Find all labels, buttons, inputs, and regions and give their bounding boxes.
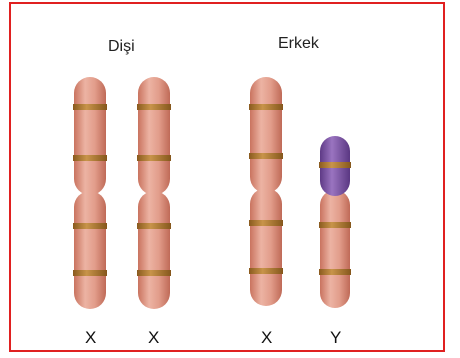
chromosome-x-female-1 [73, 77, 107, 309]
chromosome-label-x-female-1: X [85, 328, 96, 348]
female-group-label: Dişi [108, 38, 135, 56]
chromosome-label-x-female-2: X [148, 328, 159, 348]
chromosome-x-female-2 [137, 77, 171, 309]
chromosome-y-male [319, 136, 351, 308]
chromosome-x-male [249, 77, 283, 306]
chromosome-label-y-male: Y [330, 328, 341, 348]
chromosome-label-x-male: X [261, 328, 272, 348]
male-group-label: Erkek [278, 35, 319, 53]
